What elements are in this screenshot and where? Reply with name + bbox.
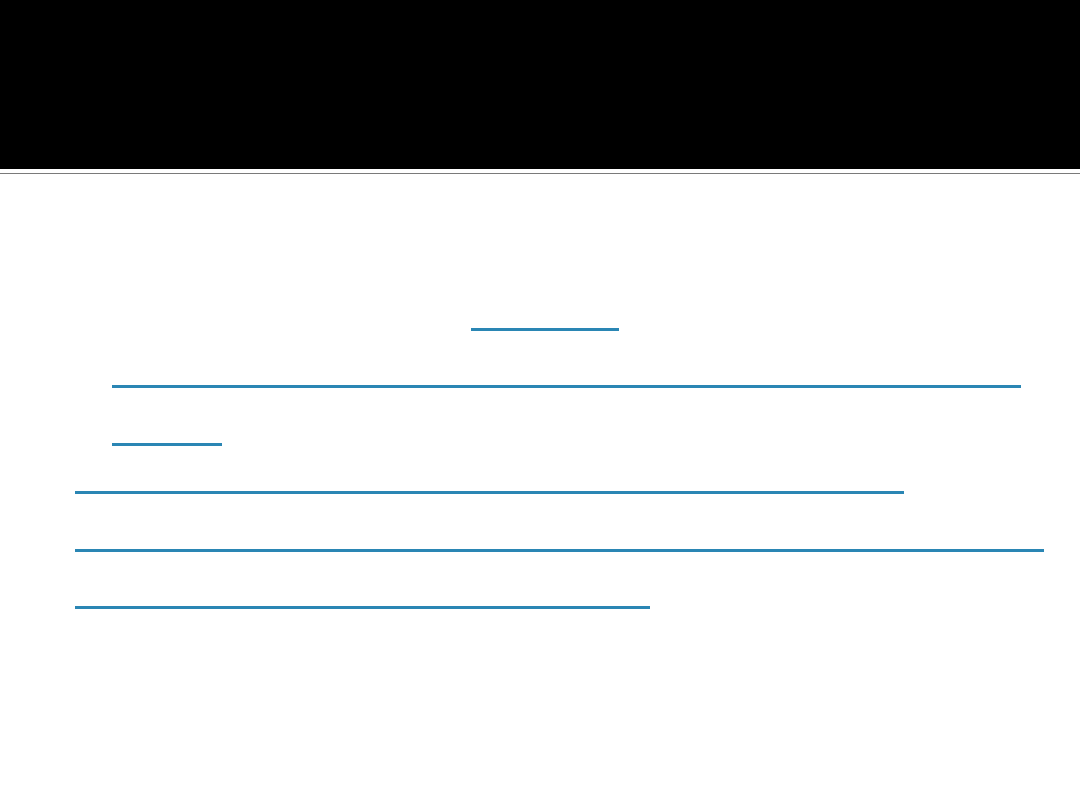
hyperlink-underline-5[interactable] [75, 549, 1044, 552]
hyperlink-underline-6[interactable] [75, 606, 650, 609]
hyperlink-underline-3[interactable] [112, 443, 222, 446]
title-divider [0, 173, 1080, 174]
hyperlink-underline-1[interactable] [471, 328, 619, 331]
title-band [0, 0, 1080, 169]
hyperlink-underline-2[interactable] [112, 385, 1021, 388]
hyperlink-underline-4[interactable] [75, 491, 904, 494]
